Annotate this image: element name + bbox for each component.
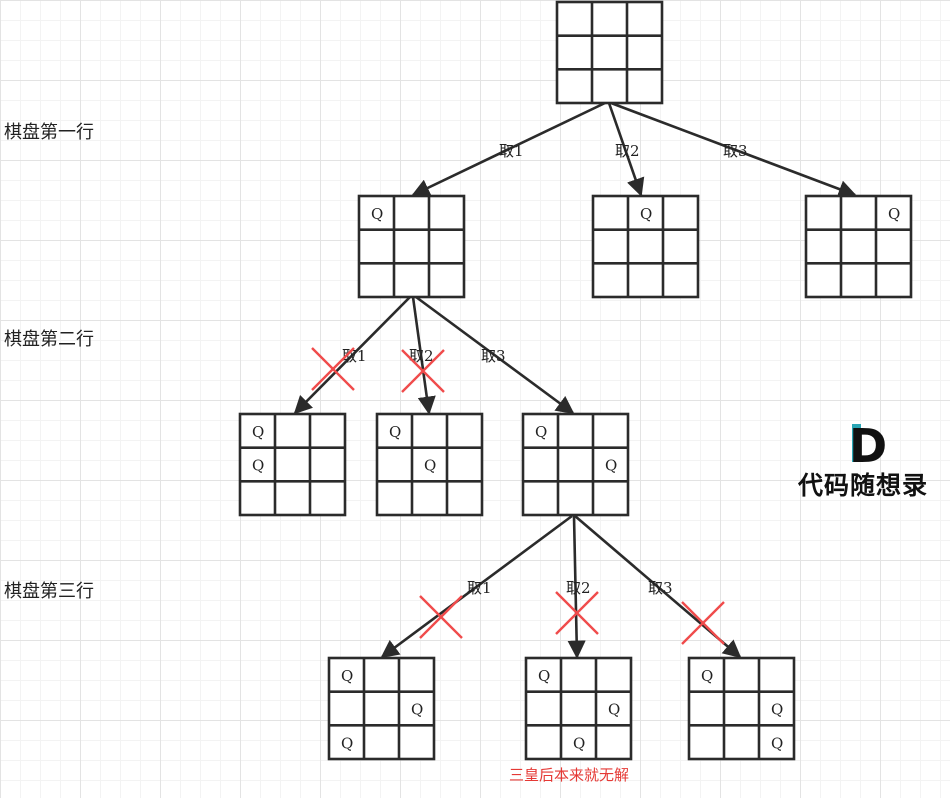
- edge-r2c3-r3c1: [380, 514, 573, 659]
- row-label-2: 棋盘第二行: [4, 329, 94, 350]
- board-frame: [687, 656, 796, 761]
- pruned-crosses: [311, 347, 725, 645]
- logo-text: 代码随想录: [798, 471, 929, 500]
- edge-label-r3c1: 取1: [467, 579, 492, 597]
- board-r1c1: Q: [357, 194, 466, 299]
- edge-root-r1c1: [411, 101, 606, 197]
- board-r3c2: Q Q Q: [524, 656, 633, 761]
- queen-marker: Q: [538, 667, 550, 685]
- board-r2c2: QQ: [375, 412, 484, 517]
- queen-marker: Q: [252, 423, 264, 441]
- pruned-cross-icon: [555, 591, 599, 635]
- edge-r1c1-r2c2: [411, 296, 436, 415]
- board-root: [555, 0, 664, 105]
- queen-marker: Q: [701, 667, 713, 685]
- edge-label-r3c3: 取3: [648, 579, 673, 597]
- queen-marker: Q: [608, 701, 620, 719]
- board-frame: [591, 194, 700, 299]
- board-frame: [521, 412, 630, 517]
- queen-marker: Q: [341, 734, 353, 752]
- edges: [293, 101, 857, 659]
- edge-root-r1c3: [610, 101, 857, 198]
- edge-label-r1c2: 取2: [615, 142, 640, 160]
- board-r1c3: Q: [804, 194, 913, 299]
- row-label-3: 棋盘第三行: [4, 581, 94, 602]
- edge-label-r2c1: 取1: [342, 347, 367, 365]
- queen-marker: Q: [605, 457, 617, 475]
- pruned-cross-icon: [311, 347, 355, 391]
- no-solution-note: 三皇后本来就无解: [509, 766, 629, 784]
- edge-root-r1c2: [607, 102, 645, 197]
- board-r1c2: Q: [591, 194, 700, 299]
- pruned-cross-icon: [419, 595, 463, 639]
- queen-marker: Q: [640, 205, 652, 223]
- edge-label-r1c1: 取1: [499, 142, 524, 160]
- edge-r2c3-r3c2: [567, 515, 586, 659]
- logo-letter: D: [849, 419, 887, 473]
- board-frame: [357, 194, 466, 299]
- board-frame: [524, 656, 633, 761]
- board-frame: [375, 412, 484, 517]
- board-r2c1: QQ: [238, 412, 347, 517]
- board-r3c3: QQQ: [687, 656, 796, 761]
- board-frame: [238, 412, 347, 517]
- queen-marker: Q: [888, 205, 900, 223]
- pruned-cross-icon: [401, 349, 445, 393]
- board-frame: [804, 194, 913, 299]
- edge-label-r2c3: 取3: [481, 347, 506, 365]
- queen-marker: Q: [771, 734, 783, 752]
- row-label-1: 棋盘第一行: [4, 122, 94, 143]
- pruned-cross-icon: [681, 601, 725, 645]
- edge-r1c1-r2c3: [415, 295, 575, 415]
- board-r2c3: QQ: [521, 412, 630, 517]
- queen-marker: Q: [411, 701, 423, 719]
- queen-marker: Q: [535, 423, 547, 441]
- edge-label-r3c2: 取2: [566, 579, 591, 597]
- queen-marker: Q: [389, 423, 401, 441]
- logo-icon: D: [849, 419, 887, 473]
- board-frame: [555, 0, 664, 105]
- queen-marker: Q: [573, 734, 585, 752]
- edge-label-r1c3: 取3: [723, 142, 748, 160]
- queen-marker: Q: [771, 701, 783, 719]
- edge-labels: 取1 取2 取3 取1 取2 取3 取1 取2 取3: [342, 142, 748, 597]
- queen-marker: Q: [371, 205, 383, 223]
- edge-r1c1-r2c1: [293, 296, 411, 415]
- board-r3c1: Q Q Q: [327, 656, 436, 761]
- edge-label-r2c2: 取2: [409, 347, 434, 365]
- queen-marker: Q: [252, 457, 264, 475]
- board-frame: [327, 656, 436, 761]
- queen-marker: Q: [424, 457, 436, 475]
- queen-marker: Q: [341, 667, 353, 685]
